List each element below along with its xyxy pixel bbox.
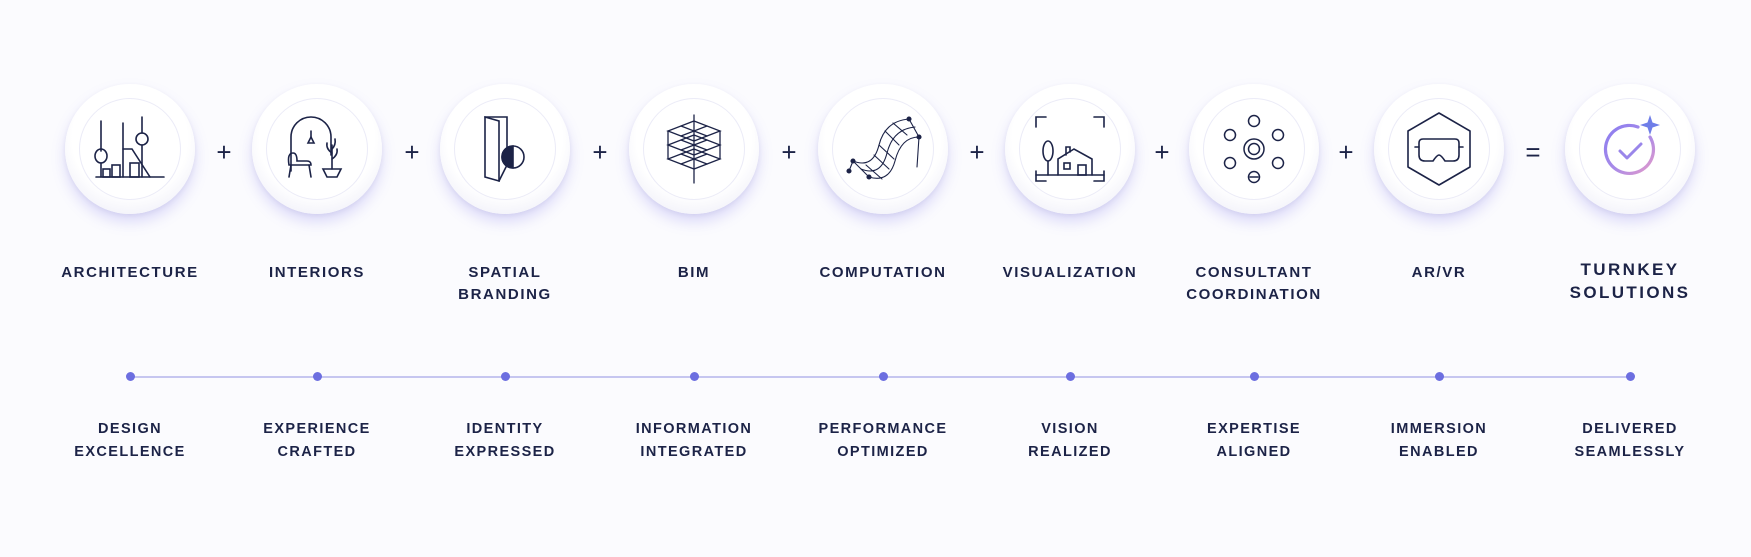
icon-circle bbox=[1374, 84, 1504, 214]
equals-operator: = bbox=[1525, 137, 1541, 167]
plus-operator: + bbox=[1338, 137, 1354, 167]
icon-circle bbox=[252, 84, 382, 214]
spatial-branding-icon bbox=[484, 115, 525, 183]
icon-circle bbox=[629, 84, 759, 214]
service-title: AR/VR bbox=[1411, 264, 1467, 281]
timeline-dot bbox=[879, 372, 888, 381]
plus-operator: + bbox=[969, 137, 985, 167]
icon-circle bbox=[1005, 84, 1135, 214]
timeline-dot bbox=[1250, 372, 1259, 381]
timeline-dot bbox=[313, 372, 322, 381]
ar-vr-icon bbox=[1407, 112, 1471, 186]
service-title: COMPUTATION bbox=[819, 264, 947, 281]
service-title: BIM bbox=[677, 264, 711, 281]
check-sparkle-icon bbox=[1603, 115, 1660, 176]
icon-circle bbox=[1565, 84, 1695, 214]
timeline-dot bbox=[1626, 372, 1635, 381]
plus-operator: + bbox=[781, 137, 797, 167]
service-title: ARCHITECTURE bbox=[61, 264, 199, 281]
timeline-dot bbox=[501, 372, 510, 381]
computation-icon bbox=[846, 116, 922, 180]
icon-circle bbox=[65, 84, 195, 214]
plus-operator: + bbox=[404, 137, 420, 167]
icon-circle bbox=[1189, 84, 1319, 214]
timeline-dot bbox=[1066, 372, 1075, 381]
plus-operator: + bbox=[216, 137, 232, 167]
plus-operator: + bbox=[1154, 137, 1170, 167]
plus-operator: + bbox=[592, 137, 608, 167]
bim-icon bbox=[666, 114, 722, 184]
timeline-dot bbox=[1435, 372, 1444, 381]
icon-circle bbox=[440, 84, 570, 214]
consultant-coordination-icon bbox=[1223, 114, 1285, 184]
interiors-icon bbox=[287, 116, 343, 178]
timeline-dot bbox=[690, 372, 699, 381]
service-title: VISUALIZATION bbox=[1002, 264, 1138, 281]
timeline-dot bbox=[126, 372, 135, 381]
service-title: INTERIORS bbox=[268, 264, 366, 281]
architecture-icon bbox=[94, 116, 165, 178]
visualization-icon bbox=[1035, 116, 1105, 182]
icon-circle bbox=[818, 84, 948, 214]
